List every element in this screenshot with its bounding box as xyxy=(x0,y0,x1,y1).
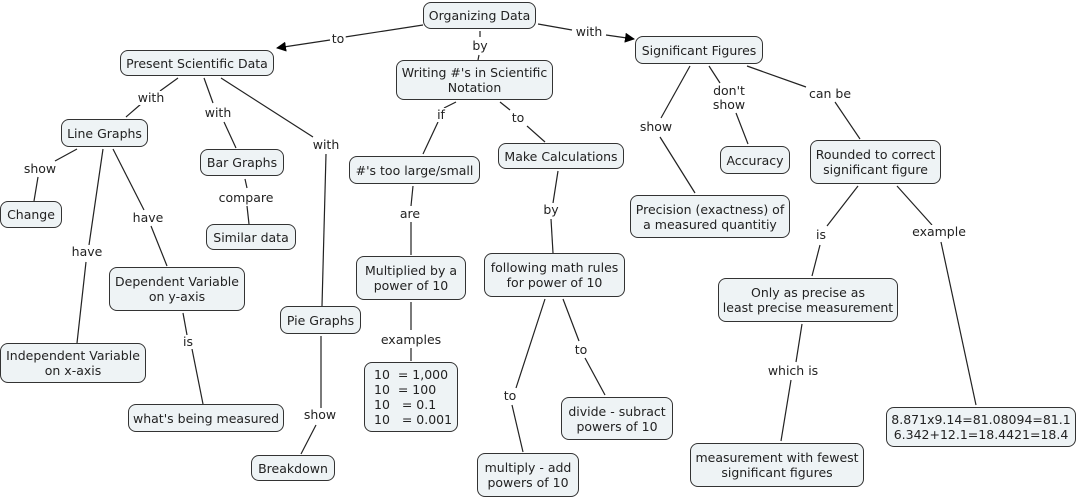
link-label: compare xyxy=(217,190,275,205)
node-label: Accuracy xyxy=(726,152,784,168)
link-label: with xyxy=(136,90,166,105)
node-label: Make Calculations xyxy=(504,148,618,164)
link-label: by xyxy=(542,202,560,217)
node-organizing-data[interactable]: Organizing Data xyxy=(423,2,536,29)
node-breakdown[interactable]: Breakdown xyxy=(251,455,335,481)
node-label: Only as precise as least precise measure… xyxy=(722,285,894,315)
node-multiply-add[interactable]: multiply - add powers of 10 xyxy=(477,453,579,497)
edge-to-present xyxy=(276,39,331,52)
link-label: by xyxy=(471,38,489,53)
node-math-rules[interactable]: following math rules for power of 10 xyxy=(484,253,625,297)
node-make-calculations[interactable]: Make Calculations xyxy=(498,143,624,169)
node-bar-graphs[interactable]: Bar Graphs xyxy=(200,149,284,176)
node-divide-subtract[interactable]: divide - subract powers of 10 xyxy=(561,397,673,440)
node-label: Change xyxy=(7,207,55,222)
node-whats-being-measured[interactable]: what's being measured xyxy=(128,404,284,432)
node-precision[interactable]: Precision (exactness) of a measured quan… xyxy=(630,195,790,238)
node-label: Writing #'s in Scientific Notation xyxy=(401,65,548,95)
link-label: can be xyxy=(807,86,853,101)
node-similar-data[interactable]: Similar data xyxy=(206,224,296,250)
link-label: which is xyxy=(766,363,820,378)
link-label: show xyxy=(302,407,338,422)
edge-by-scinot xyxy=(477,54,480,61)
link-label: are xyxy=(398,206,422,221)
edge-organizing-to xyxy=(344,24,424,38)
node-label: Significant Figures xyxy=(641,42,757,58)
node-label: Dependent Variable on y-axis xyxy=(115,274,239,304)
link-label: with xyxy=(574,24,604,39)
node-fewest-sigfigs[interactable]: measurement with fewest significant figu… xyxy=(690,443,864,487)
node-label: Organizing Data xyxy=(428,8,531,23)
link-label: to xyxy=(510,110,526,125)
node-label: Bar Graphs xyxy=(206,155,278,170)
node-too-large-small[interactable]: #'s too large/small xyxy=(349,156,480,184)
link-label: show xyxy=(22,161,58,176)
link-label: don't show xyxy=(711,83,747,112)
node-label: Multiplied by a power of 10 xyxy=(365,263,457,293)
node-dependent-variable[interactable]: Dependent Variable on y-axis xyxy=(109,267,245,311)
node-power-examples[interactable]: 10 = 1,000 10 = 100 10 = 0.1 10 = 0.001 xyxy=(364,362,458,432)
node-label: Pie Graphs xyxy=(286,312,355,328)
link-label: examples xyxy=(379,332,443,347)
link-label: have xyxy=(131,210,165,225)
node-label: divide - subract powers of 10 xyxy=(568,403,666,434)
node-rounded[interactable]: Rounded to correct significant figure xyxy=(810,140,941,184)
node-label: Similar data xyxy=(213,229,289,245)
node-label: Line Graphs xyxy=(67,125,142,141)
node-independent-variable[interactable]: Independent Variable on x-axis xyxy=(0,343,146,383)
node-only-as-precise[interactable]: Only as precise as least precise measure… xyxy=(718,278,898,322)
node-present-scientific-data[interactable]: Present Scientific Data xyxy=(120,50,274,76)
link-label: with xyxy=(311,137,341,152)
node-label: #'s too large/small xyxy=(355,162,474,178)
node-label: Rounded to correct significant figure xyxy=(815,147,936,177)
node-label: Precision (exactness) of a measured quan… xyxy=(635,201,785,232)
link-label: to xyxy=(502,388,518,403)
node-label: multiply - add powers of 10 xyxy=(484,460,572,490)
node-pie-graphs[interactable]: Pie Graphs xyxy=(280,306,361,334)
node-label: 10 = 1,000 10 = 100 10 = 0.1 10 = 0.001 xyxy=(374,367,453,427)
link-label: show xyxy=(638,119,674,134)
link-label: to xyxy=(330,31,346,46)
edge-with-sigfig xyxy=(605,32,635,43)
node-label: what's being measured xyxy=(133,410,280,426)
edge-organizing-with xyxy=(537,23,573,31)
node-line-graphs[interactable]: Line Graphs xyxy=(61,119,148,147)
node-label: Breakdown xyxy=(258,460,328,476)
node-change[interactable]: Change xyxy=(0,201,62,228)
node-label: 8.871x9.14=81.08094=81.1 6.342+12.1=18.4… xyxy=(891,412,1071,442)
link-label: to xyxy=(573,342,589,357)
link-label: have xyxy=(70,244,104,259)
link-label: is xyxy=(182,334,194,349)
node-label: Independent Variable on x-axis xyxy=(6,348,140,378)
node-accuracy[interactable]: Accuracy xyxy=(720,146,790,174)
node-significant-figures[interactable]: Significant Figures xyxy=(635,36,763,64)
node-multiplied-power-10[interactable]: Multiplied by a power of 10 xyxy=(356,256,466,300)
link-label: if xyxy=(436,107,446,122)
node-label: Present Scientific Data xyxy=(126,55,268,71)
link-label: example xyxy=(911,224,967,239)
link-label: is xyxy=(815,227,827,242)
node-label: following math rules for power of 10 xyxy=(490,260,619,290)
node-label: measurement with fewest significant figu… xyxy=(695,450,859,480)
node-example-calculations[interactable]: 8.871x9.14=81.08094=81.1 6.342+12.1=18.4… xyxy=(886,407,1076,447)
link-label: with xyxy=(203,105,233,120)
node-scientific-notation[interactable]: Writing #'s in Scientific Notation xyxy=(396,60,553,100)
